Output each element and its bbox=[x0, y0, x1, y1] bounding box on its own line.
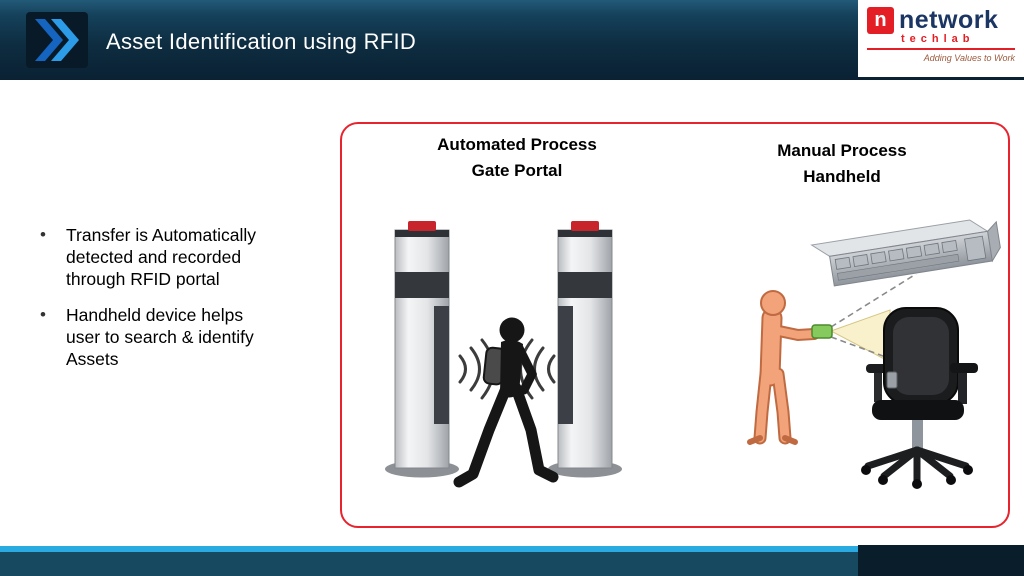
heading-line: Gate Portal bbox=[471, 160, 563, 180]
illustration-graphic bbox=[385, 219, 1001, 489]
header-bar: Asset Identification using RFID n networ… bbox=[0, 0, 1024, 80]
rack-server-image bbox=[810, 219, 1001, 287]
page-title: Asset Identification using RFID bbox=[106, 29, 417, 54]
network-techlab-logo: n network techlab Adding Values to Work bbox=[858, 0, 1024, 77]
footer-right-block bbox=[858, 545, 1024, 576]
gate-portal-right-image bbox=[548, 221, 622, 478]
footer-cyan-stripe bbox=[0, 546, 858, 552]
automated-process-heading: Automated Process Gate Portal bbox=[392, 132, 642, 183]
double-chevron-right-icon bbox=[26, 12, 88, 68]
scanning-person-figure bbox=[747, 290, 820, 445]
heading-line: Handheld bbox=[803, 166, 881, 186]
heading-line: Automated Process bbox=[437, 135, 597, 154]
logo-divider bbox=[867, 48, 1015, 50]
scan-beam bbox=[829, 309, 891, 363]
walking-person-figure bbox=[453, 317, 559, 488]
bullet-item: Handheld device helps user to search & i… bbox=[36, 304, 262, 370]
logo-n-mark: n bbox=[867, 7, 894, 34]
office-chair-image bbox=[861, 307, 978, 489]
bullet-item: Transfer is Automatically detected and r… bbox=[36, 224, 262, 290]
manual-process-heading: Manual Process Handheld bbox=[732, 138, 952, 189]
footer-bar bbox=[0, 552, 858, 576]
logo-tagline: Adding Values to Work bbox=[923, 53, 1015, 63]
logo-top-row: n network bbox=[867, 6, 1015, 35]
heading-line: Manual Process bbox=[777, 141, 907, 160]
handheld-scanner-icon bbox=[811, 324, 833, 339]
bullet-list: Transfer is Automatically detected and r… bbox=[36, 224, 262, 384]
logo-brand-text: network bbox=[899, 6, 999, 34]
gate-portal-left-image bbox=[385, 221, 459, 478]
logo-sub-brand-text: techlab bbox=[901, 33, 975, 45]
content-panel: Automated Process Gate Portal Manual Pro… bbox=[340, 122, 1010, 528]
